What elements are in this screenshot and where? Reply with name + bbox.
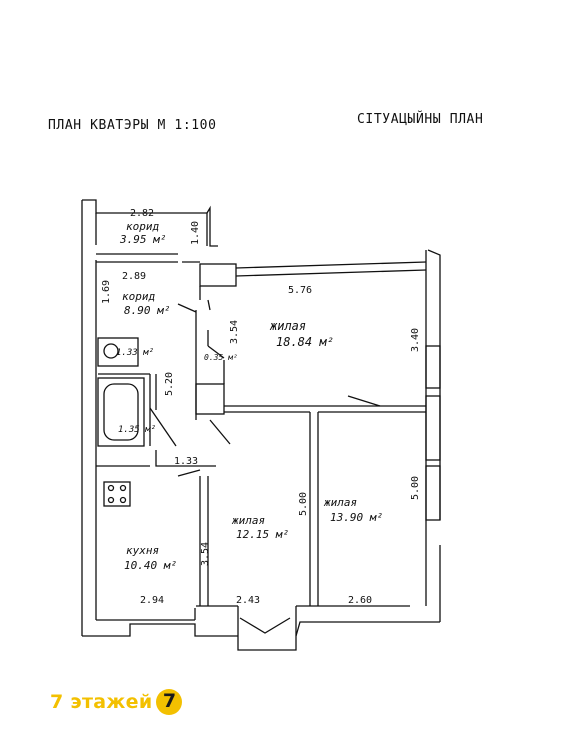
dim-2-60: 2.60 (348, 595, 372, 606)
dim-3-54-top: 3.54 (229, 320, 240, 344)
logo-text: 7 этажей (50, 691, 153, 713)
logo-badge-text: 7 (162, 690, 177, 712)
dim-2-43: 2.43 (236, 595, 260, 606)
dim-2-82: 2.82 (130, 208, 154, 219)
dim-1-40: 1.40 (190, 221, 201, 245)
corridor-main-name: корид (122, 290, 155, 303)
kitchen-name: кухня (126, 544, 159, 557)
plan-title: ПЛАН КВАТЭРЫ М 1:100 (48, 118, 217, 133)
kitchen-area: 10.40 м² (124, 559, 177, 572)
dim-3-54-kitchen: 3.54 (200, 542, 211, 566)
dim-5-76: 5.76 (288, 285, 312, 296)
living-mid-area: 12.15 м² (236, 528, 289, 541)
bottom-wall-right-outer (295, 621, 440, 637)
dim-5-00-mid: 5.00 (298, 492, 309, 516)
living-big-name: жилая (269, 319, 306, 333)
situation-plan-title: СІТУАЦЫЙНЫ ПЛАН (357, 112, 484, 127)
room-labels: корид 3.95 м² корид 8.90 м² 1.33 м² 1.35… (116, 220, 383, 572)
bath-area: 1.35 м² (118, 425, 156, 435)
balcony-notch (237, 606, 297, 651)
dim-1-69: 1.69 (101, 280, 112, 304)
interior-walls (96, 286, 426, 606)
dim-2-94: 2.94 (140, 595, 164, 606)
corridor-top-name: корид (126, 220, 159, 233)
logo: 7 этажей 7 (50, 687, 183, 717)
living-right-area: 13.90 м² (330, 511, 383, 524)
dim-1-33: 1.33 (174, 456, 198, 467)
living-mid-name: жилая (231, 514, 265, 527)
closet-area: 0.35 м² (204, 353, 238, 362)
dim-5-00-right: 5.00 (410, 476, 421, 500)
dimension-labels: 2.82 1.40 2.89 1.69 5.76 3.54 3.40 5.20 … (101, 208, 421, 606)
wc-area: 1.33 м² (116, 348, 154, 358)
dim-3-40: 3.40 (410, 328, 421, 352)
outer-walls (81, 199, 441, 651)
bottom-wall-left-outer (82, 623, 238, 637)
corridor-top-area: 3.95 м² (119, 233, 166, 246)
logo-badge-icon: 7 (156, 689, 183, 715)
balcony-door-swing (239, 617, 291, 634)
dim-5-20: 5.20 (164, 372, 175, 396)
dim-2-89: 2.89 (122, 271, 146, 282)
living-right-name: жилая (323, 496, 357, 509)
living-big-area: 18.84 м² (276, 335, 334, 349)
corridor-main-area: 8.90 м² (124, 304, 170, 317)
